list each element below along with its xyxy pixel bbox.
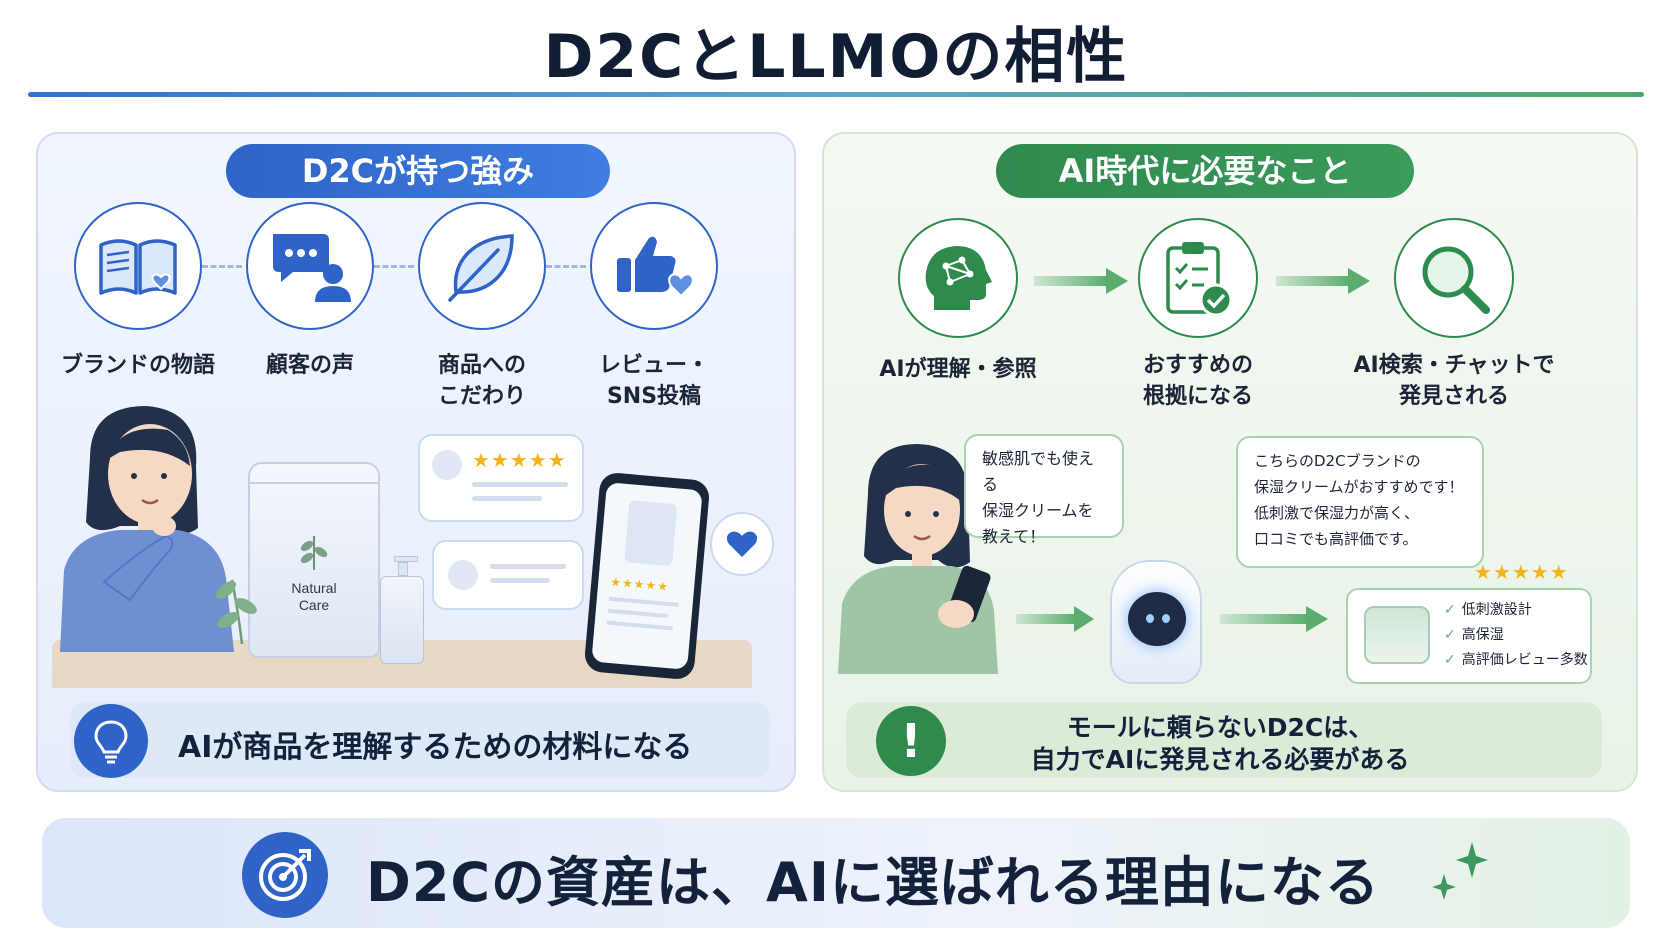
chat-person-icon xyxy=(273,234,351,302)
feature-item: 高評価レビュー多数 xyxy=(1461,652,1588,668)
page-title: D2CとLLMOの相性 xyxy=(543,22,1129,92)
reviews-sns-label: レビュー・ SNS投稿 xyxy=(598,353,709,409)
ai-era-needs-footer xyxy=(846,702,1602,778)
magnifier-icon xyxy=(1422,246,1490,314)
cream-jar xyxy=(1364,606,1430,664)
connector-dash xyxy=(374,265,414,268)
leaf-icon xyxy=(448,234,514,302)
ai-era-needs-heading: AI時代に必要なこと xyxy=(996,144,1414,198)
ai-assistant-device xyxy=(1110,560,1202,684)
recommendation-basis-circle xyxy=(1138,218,1258,338)
flow-arrow xyxy=(1220,606,1328,632)
phone-rating-stars: ★★★★★ xyxy=(609,574,670,594)
ai-search-label: AI検索・チャットで 発見される xyxy=(1353,353,1555,409)
heart-bubble xyxy=(710,512,774,576)
brand-story-circle xyxy=(74,202,202,330)
thumbs-up-heart-icon xyxy=(617,236,694,298)
exclamation-icon: ! xyxy=(876,706,946,776)
flow-arrow xyxy=(1034,268,1128,294)
sprig-icon xyxy=(300,536,328,570)
d2c-strengths-summary: AIが商品を理解するための材料になる xyxy=(178,730,693,765)
clipboard-check-icon xyxy=(1166,242,1233,317)
ai-understands-circle xyxy=(898,218,1018,338)
flow-arrow xyxy=(1276,268,1370,294)
brain-head-icon xyxy=(925,246,992,310)
feature-item: 高保湿 xyxy=(1461,627,1504,643)
product-rating-stars: ★★★★★ xyxy=(1474,560,1569,584)
pump-bottle xyxy=(380,556,424,664)
sparkle-icon xyxy=(1432,842,1488,900)
brand-story-label: ブランドの物語 xyxy=(60,353,215,378)
avatar xyxy=(432,450,462,480)
recommendation-basis-label: おすすめの 根拠になる xyxy=(1142,353,1253,409)
plant-illustration xyxy=(216,579,257,644)
connector-dash xyxy=(202,265,242,268)
customer-voice-circle xyxy=(246,202,374,330)
product-card: ✓低刺激設計 ✓高保湿 ✓高評価レビュー多数 xyxy=(1346,588,1592,684)
product-pouch: Natural Care xyxy=(248,462,380,658)
ai-search-circle xyxy=(1394,218,1514,338)
woman-with-phone-illustration xyxy=(838,444,998,674)
lightbulb-badge xyxy=(74,704,148,778)
target-badge xyxy=(242,832,328,918)
ai-era-needs-summary: モールに頼らないD2Cは、 自力でAIに発見される必要がある xyxy=(1030,713,1410,774)
review-card: ★★★★★ xyxy=(418,434,584,522)
flow-arrow xyxy=(1016,606,1094,632)
reviews-sns-circle xyxy=(590,202,718,330)
ai-answer-bubble: こちらのD2Cブランドの 保湿クリームがおすすめです！ 低刺激で保湿力が高く、 … xyxy=(1236,436,1484,568)
target-icon xyxy=(259,849,311,901)
title-divider xyxy=(28,92,1644,97)
feature-item: 低刺激設計 xyxy=(1461,602,1532,618)
connector-dash xyxy=(546,265,586,268)
product-features: ✓低刺激設計 ✓高保湿 ✓高評価レビュー多数 xyxy=(1444,602,1588,668)
product-commitment-label: 商品への こだわり xyxy=(437,353,526,409)
review-card xyxy=(432,540,584,610)
lightbulb-icon xyxy=(94,720,128,764)
smartphone-illustration: ★★★★★ xyxy=(583,471,711,681)
thinking-woman-illustration xyxy=(60,406,234,652)
conclusion-text: D2Cの資産は、AIに選ばれる理由になる xyxy=(366,851,1380,914)
heart-icon xyxy=(726,531,758,557)
user-question-bubble: 敏感肌でも使える 保湿クリームを 教えて！ xyxy=(964,434,1124,546)
pouch-label: Natural Care xyxy=(291,580,337,613)
ai-understands-label: AIが理解・参照 xyxy=(879,357,1037,382)
product-commitment-circle xyxy=(418,202,546,330)
d2c-strengths-footer xyxy=(70,702,770,778)
avatar xyxy=(448,560,478,590)
d2c-strengths-heading: D2Cが持つ強み xyxy=(226,144,610,198)
rating-stars: ★★★★★ xyxy=(472,448,567,472)
customer-voice-label: 顧客の声 xyxy=(265,353,354,378)
book-heart-icon xyxy=(99,239,177,295)
